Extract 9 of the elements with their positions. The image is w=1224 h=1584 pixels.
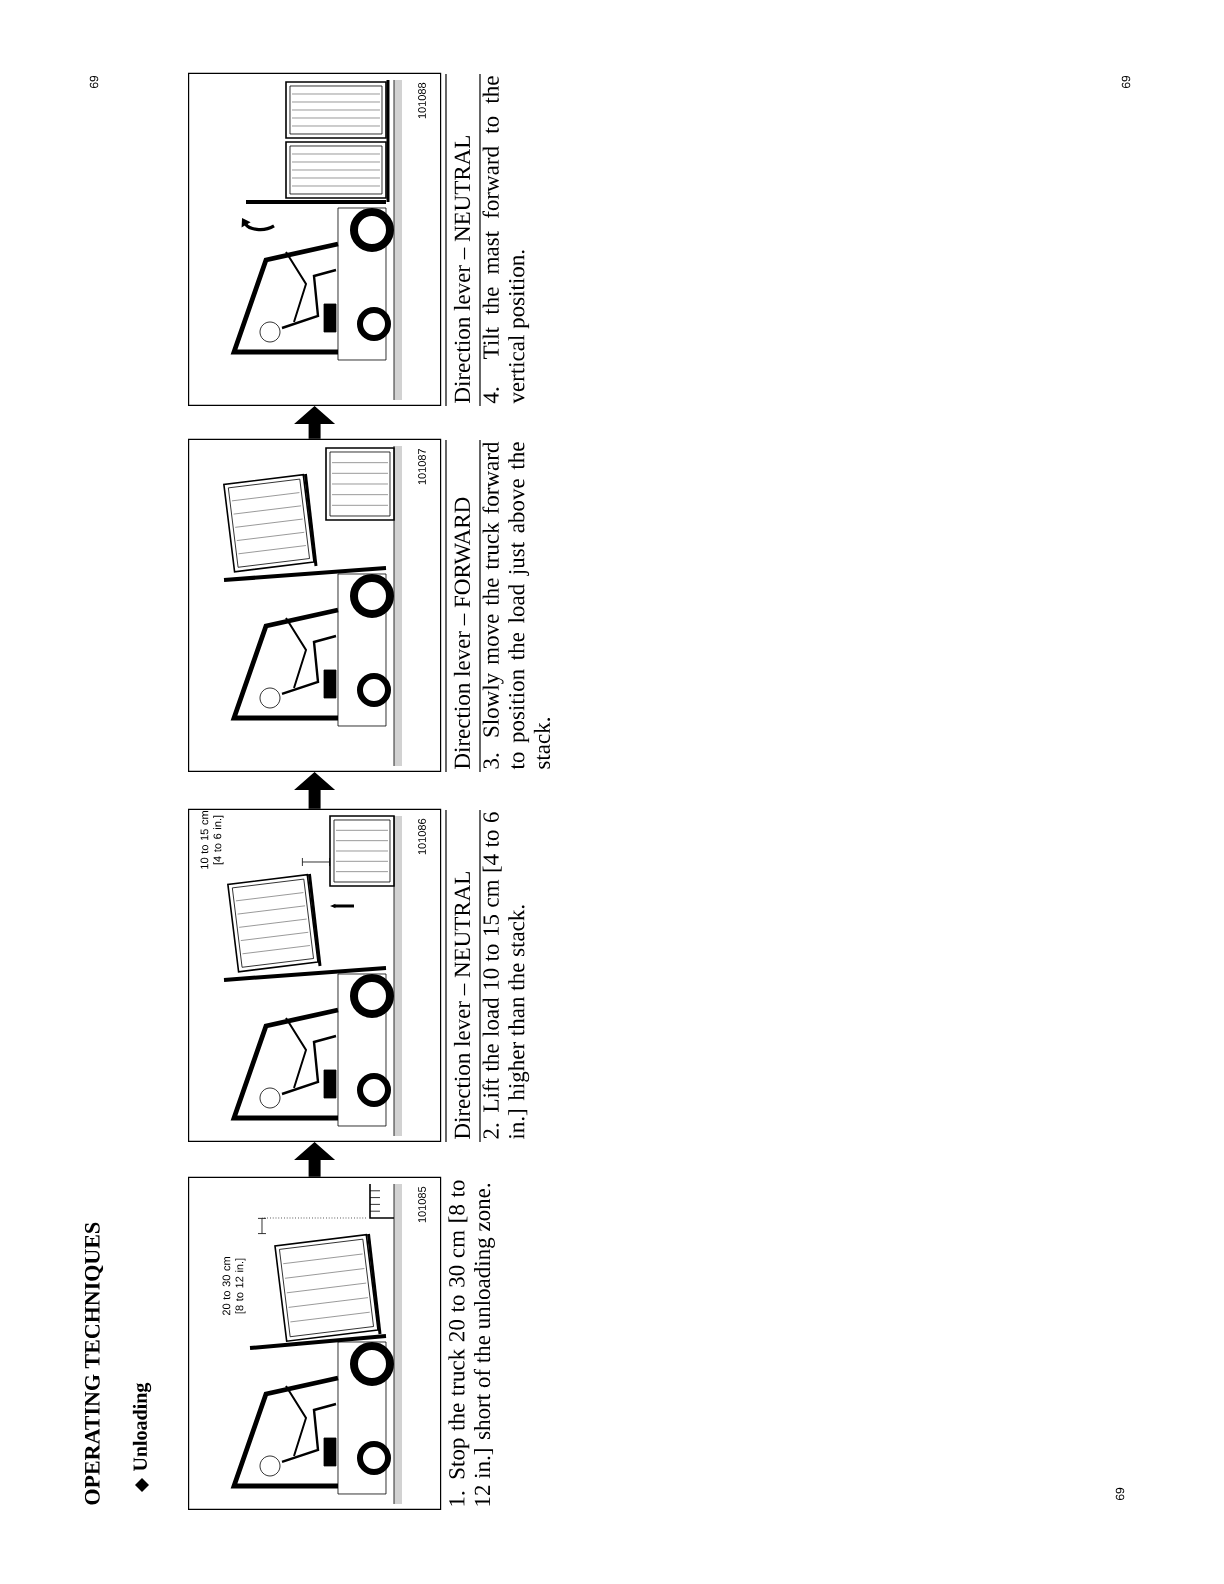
lever-setting: Direction lever – FORWARD	[453, 497, 471, 769]
step-text: 4. Tilt the mast forward to the vertical position.	[482, 76, 530, 404]
lever-setting: Direction lever – NEUTRAL	[453, 136, 471, 403]
step-text: 1. Stop the truck 20 to 30 cm [8 to 12 in.] short of the unloading zone.	[448, 1180, 495, 1506]
lever-setting: Direction lever – NEUTRAL	[453, 872, 471, 1139]
step-text: 2. Lift the load 10 to 15 cm [4 to 6 in.] higher than the stack.	[482, 812, 530, 1140]
subsection-title: Unloading	[132, 1382, 152, 1472]
step-text: 3. Slowly move the truck forward to position the load just above the stack.	[482, 441, 551, 770]
section-title: OPERATING TECHNIQUES	[84, 1222, 104, 1505]
